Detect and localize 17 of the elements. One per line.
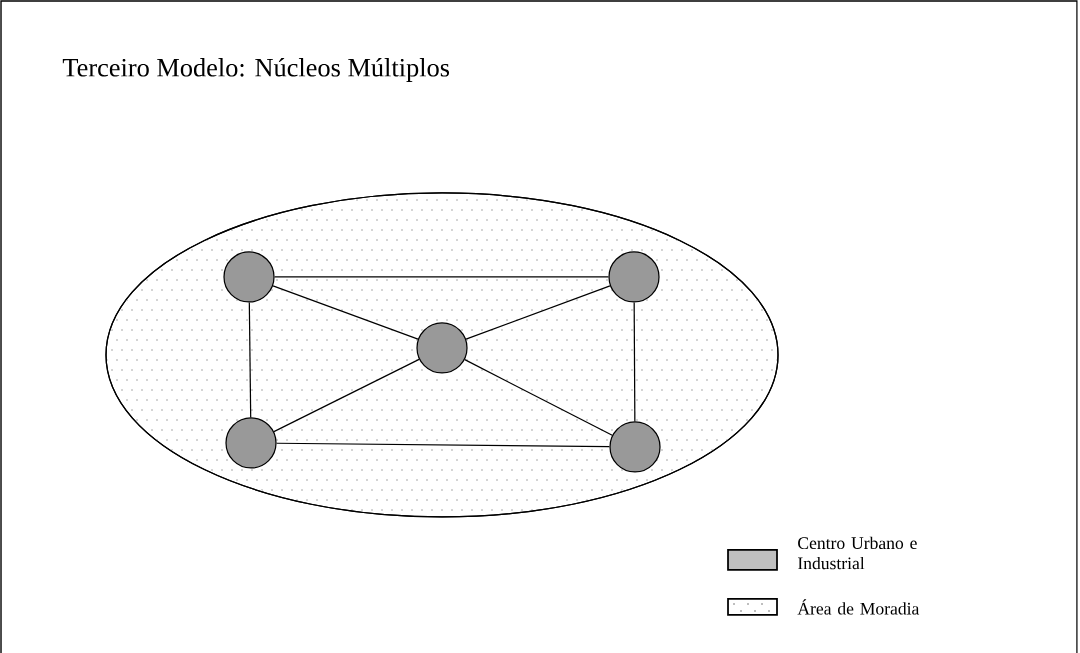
connecting-line <box>272 285 419 340</box>
legend-label: Centro Urbano e Industrial <box>798 536 917 570</box>
nucleus-circle <box>609 421 661 473</box>
connecting-line <box>248 301 252 418</box>
connecting-line <box>633 302 636 422</box>
area-ellipse <box>105 192 779 518</box>
connecting-line <box>465 285 611 340</box>
connecting-line <box>276 442 610 448</box>
connecting-line <box>464 359 613 436</box>
connecting-line <box>274 276 609 278</box>
connecting-line <box>273 358 420 433</box>
title: Terceiro Modelo: Núcleos Múltiplos <box>62 58 450 82</box>
nucleus-circle <box>608 251 660 303</box>
legend-label: Área de Moradia <box>797 599 920 615</box>
nucleus-circle <box>225 417 277 469</box>
nucleus-circle <box>416 322 468 374</box>
nucleus-circle <box>223 251 275 303</box>
